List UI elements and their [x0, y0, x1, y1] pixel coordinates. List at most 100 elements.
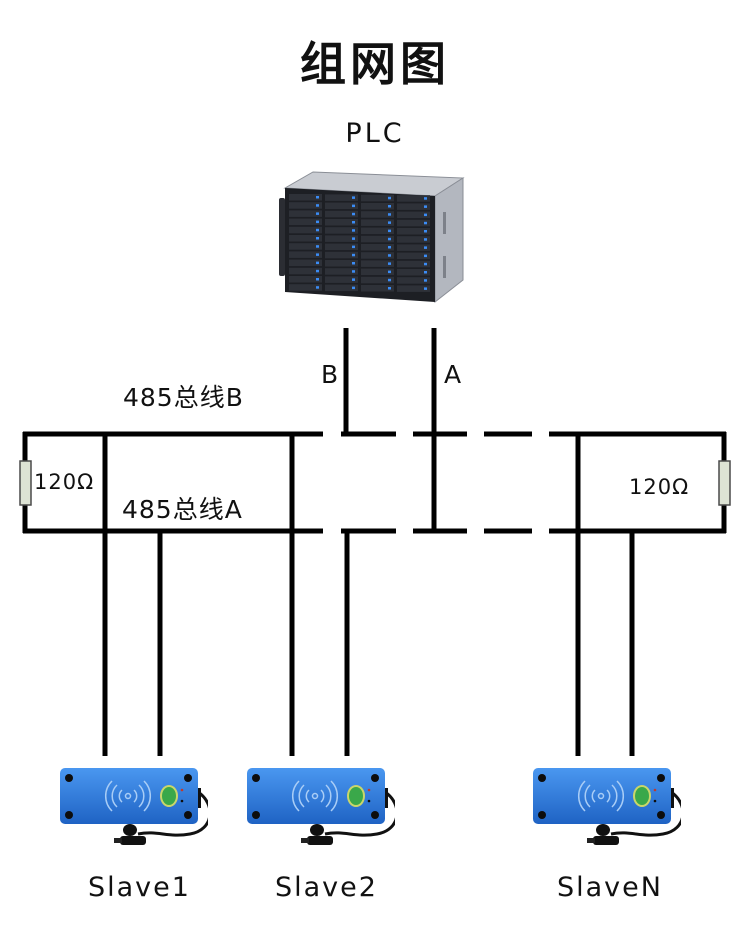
drive-bay — [397, 195, 430, 202]
drive-led-icon — [388, 237, 391, 241]
drive-bay — [361, 227, 394, 235]
bus-b-label: 485总线B — [123, 383, 244, 412]
slave1-label: Slave1 — [88, 872, 191, 903]
drive-bay — [397, 244, 430, 251]
drive-bay — [325, 284, 358, 292]
terminator-resistor-left — [19, 460, 32, 506]
drive-led-icon — [316, 278, 319, 281]
drive-led-icon — [352, 278, 355, 281]
rfid-reader-icon — [58, 766, 208, 847]
drive-bay — [361, 260, 394, 267]
drive-led-icon — [352, 262, 355, 265]
drive-led-icon — [424, 205, 427, 208]
drive-led-icon — [388, 196, 391, 200]
drive-bay — [325, 210, 358, 218]
drive-bay — [397, 277, 430, 284]
drive-led-icon — [424, 197, 427, 200]
drive-bay — [397, 211, 430, 219]
drive-bay — [325, 268, 358, 275]
drive-led-icon — [352, 237, 355, 240]
drive-led-icon — [388, 229, 391, 233]
drive-bay — [325, 251, 358, 259]
drive-bay — [325, 194, 358, 201]
drive-led-icon — [388, 213, 391, 216]
drive-led-icon — [316, 286, 319, 289]
drive-bay — [397, 203, 430, 210]
drive-bay — [289, 194, 322, 201]
drive-bay — [361, 219, 394, 226]
drive-bay — [397, 228, 430, 235]
drive-led-icon — [352, 286, 355, 290]
drive-led-icon — [424, 262, 427, 266]
drive-led-icon — [352, 253, 355, 257]
drive-led-icon — [424, 221, 427, 225]
drive-led-icon — [388, 270, 391, 274]
drive-led-icon — [388, 287, 391, 290]
drive-bay — [397, 269, 430, 276]
terminator-left-label: 120Ω — [34, 470, 95, 494]
slaven-label: SlaveN — [557, 872, 663, 903]
drive-bay — [289, 235, 322, 242]
plc-wire-a-label: A — [444, 360, 462, 389]
drive-bay — [397, 285, 430, 292]
drive-led-icon — [316, 253, 319, 256]
drive-bay — [397, 236, 430, 243]
drive-led-icon — [352, 245, 355, 249]
drive-bay — [325, 243, 358, 251]
drive-bay — [289, 226, 322, 234]
drive-bay — [289, 202, 322, 209]
slave2-label: Slave2 — [275, 872, 378, 903]
drive-bay — [361, 194, 394, 202]
drive-led-icon — [424, 254, 427, 258]
drive-bay — [289, 251, 322, 258]
drive-led-icon — [388, 246, 391, 249]
drive-bay — [325, 260, 358, 267]
drive-bay — [361, 276, 394, 284]
drive-bay — [325, 227, 358, 234]
drive-led-icon — [424, 271, 427, 274]
drive-led-icon — [352, 221, 355, 224]
drive-bay — [289, 259, 322, 267]
drive-bay — [289, 210, 322, 217]
drive-led-icon — [388, 278, 391, 282]
drive-led-icon — [316, 261, 319, 265]
drive-led-icon — [352, 270, 355, 273]
plc-wire-b-label: B — [321, 360, 339, 389]
bus-a-label: 485总线A — [122, 495, 243, 524]
drive-led-icon — [424, 213, 427, 217]
drive-led-icon — [316, 220, 319, 224]
drive-bay — [397, 260, 430, 268]
drive-bay — [361, 211, 394, 218]
drive-led-icon — [316, 228, 319, 232]
drive-bay — [325, 219, 358, 226]
drive-bay — [361, 252, 394, 259]
plc-label: PLC — [345, 118, 405, 149]
drive-led-icon — [424, 279, 427, 282]
drive-led-icon — [424, 246, 427, 249]
drive-led-icon — [424, 230, 427, 233]
drive-bay — [397, 252, 430, 260]
drive-led-icon — [316, 237, 319, 240]
drive-led-icon — [352, 229, 355, 232]
drive-led-icon — [352, 196, 355, 199]
drive-led-icon — [316, 269, 319, 273]
drive-bay — [289, 243, 322, 250]
drive-bay — [361, 268, 394, 276]
drive-led-icon — [388, 254, 391, 257]
drive-bay — [325, 235, 358, 242]
drive-led-icon — [388, 221, 391, 224]
drive-led-icon — [316, 204, 319, 207]
drive-led-icon — [352, 204, 355, 208]
drive-led-icon — [388, 262, 391, 265]
drive-led-icon — [352, 212, 355, 216]
drive-bay — [289, 284, 322, 291]
drive-bay — [361, 203, 394, 210]
drive-led-icon — [316, 245, 319, 248]
drive-led-icon — [316, 212, 319, 215]
drive-bay — [397, 219, 430, 227]
drive-led-icon — [316, 196, 319, 199]
drive-bay — [289, 218, 322, 226]
drive-bay — [361, 235, 394, 243]
drive-bay — [325, 276, 358, 283]
